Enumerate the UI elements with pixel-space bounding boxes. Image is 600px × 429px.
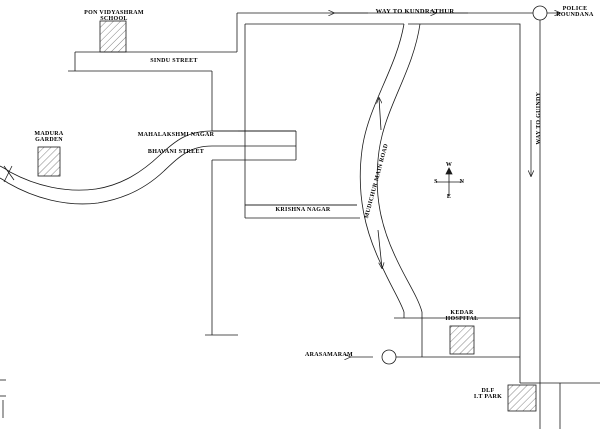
madura-garden-line1: MADURA xyxy=(34,131,64,137)
compass-label-north: N xyxy=(459,179,465,185)
compass-label-south: S xyxy=(434,179,438,185)
label-arasamaram: ARASAMARAM xyxy=(305,352,353,358)
arasamaram-circle xyxy=(381,349,397,365)
road-mudichur-left xyxy=(359,23,405,313)
dlf-it-park-building xyxy=(507,384,537,412)
label-bhavani-street: BHAVANI STREET xyxy=(147,149,205,155)
police-roundana-line2: ROUNDANA xyxy=(556,12,594,19)
buildings-layer xyxy=(37,20,537,412)
madura-garden-building xyxy=(37,146,61,177)
roundabouts xyxy=(381,5,548,365)
label-way-to-guindy: WAY TO GUINDY xyxy=(535,91,542,145)
label-police-roundana: POLICE ROUNDANA xyxy=(552,6,598,19)
label-madura-garden: MADURA GARDEN xyxy=(18,131,80,144)
kedar-hospital-building xyxy=(449,325,475,355)
police-roundana-line1: POLICE xyxy=(562,6,588,12)
kedar-hospital-line2: HOSPITAL xyxy=(445,316,479,323)
road-network xyxy=(0,12,600,429)
tick-curve-left-b xyxy=(3,165,15,181)
road-mudichur-right xyxy=(376,23,423,313)
madura-garden-line2: GARDEN xyxy=(35,137,63,144)
arrow-mudichur-up xyxy=(379,98,381,131)
compass-label-west: W xyxy=(445,162,453,168)
compass-rose-icon xyxy=(436,167,462,196)
compass-label-east: E xyxy=(446,194,452,200)
block-right-top xyxy=(408,23,521,318)
dlf-it-park-line1: DLF xyxy=(481,388,495,394)
label-dlf-it-park: DLF I.T PARK xyxy=(470,388,506,401)
tick-curve-left-a xyxy=(3,165,13,183)
label-sindu-street: SINDU STREET xyxy=(150,58,198,64)
arrow-mudichur-down xyxy=(377,229,382,268)
pon-vidyashram-school-building xyxy=(99,20,127,53)
label-mahalakshmi-nagar: MAHALAKSHMI NAGAR xyxy=(137,132,215,138)
direction-arrows xyxy=(334,13,560,357)
label-way-to-kundrathur: WAY TO KUNDRATHUR xyxy=(375,8,455,15)
school-label-line1: PON VIDYASHRAM xyxy=(84,10,144,16)
label-pon-vidyashram-school: PON VIDYASHRAM SCHOOL xyxy=(70,10,158,23)
label-krishna-nagar: KRISHNA NAGAR xyxy=(275,207,331,213)
kedar-hospital-line1: KEDAR xyxy=(450,310,474,316)
label-kedar-hospital: KEDAR HOSPITAL xyxy=(432,310,492,323)
curve-road-lower xyxy=(0,145,213,205)
dlf-it-park-line2: I.T PARK xyxy=(473,394,503,401)
school-label-line2: SCHOOL xyxy=(100,16,128,23)
police-roundana-circle xyxy=(532,5,548,21)
